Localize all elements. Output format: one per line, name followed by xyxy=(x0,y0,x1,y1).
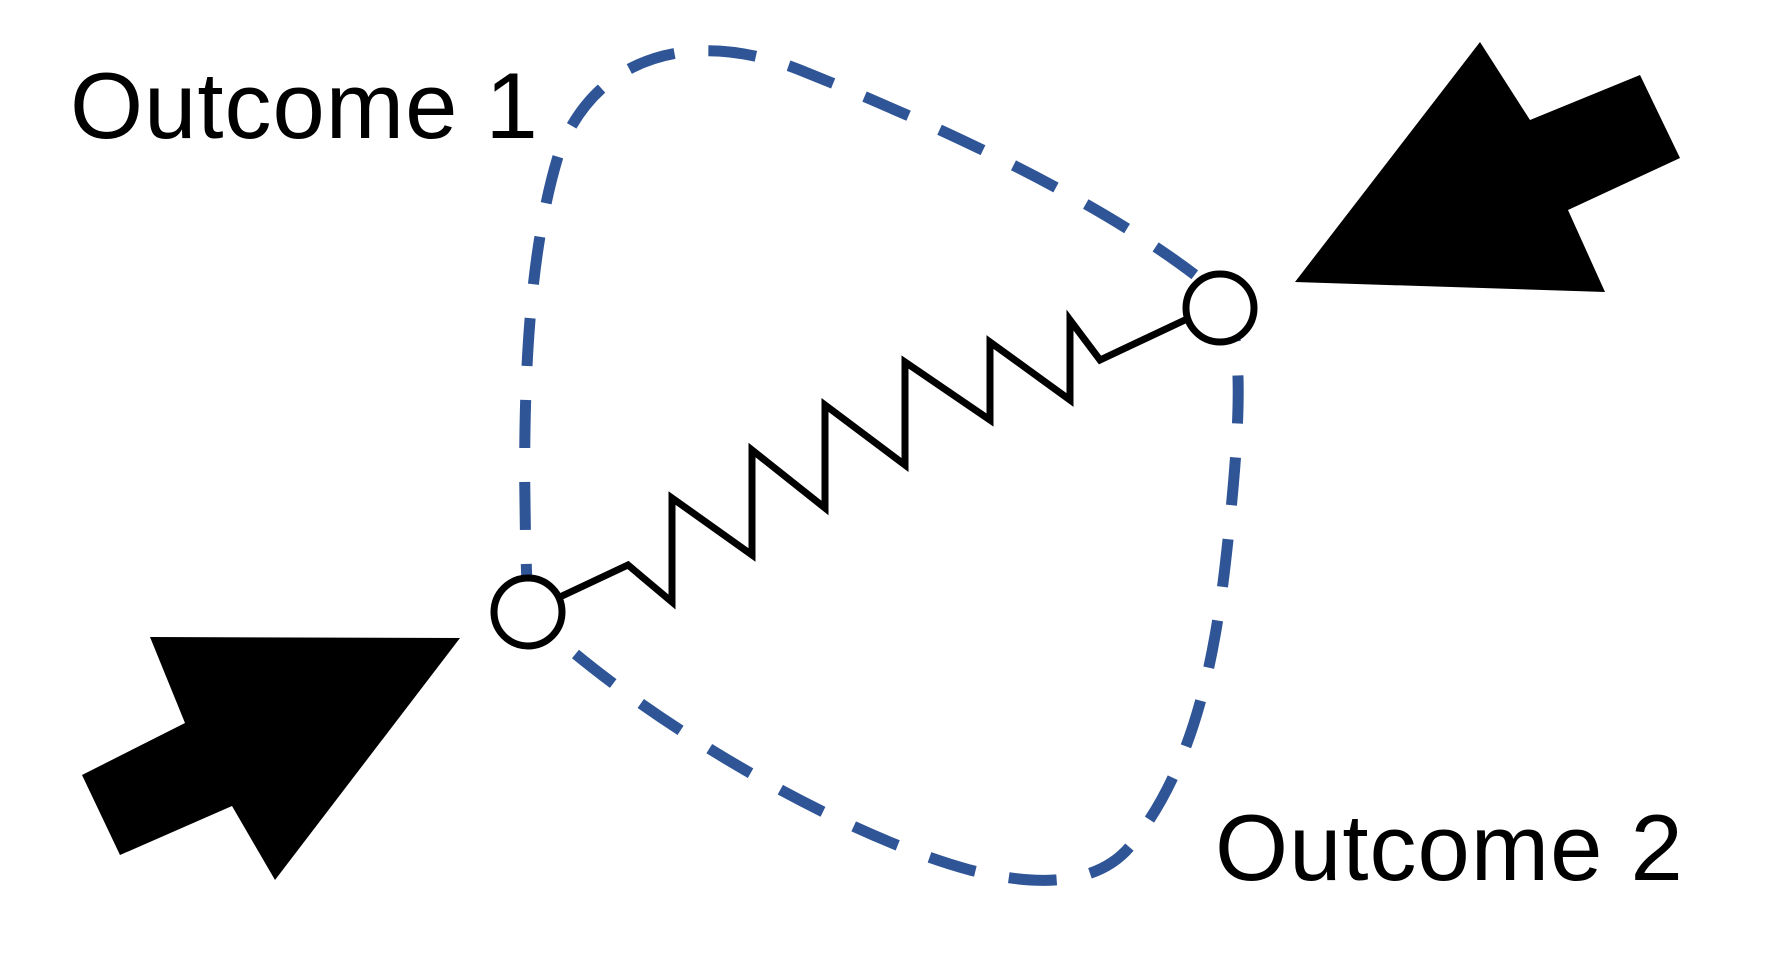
right-node xyxy=(1182,270,1258,346)
left-node xyxy=(490,574,566,650)
arrow-icon-top-right xyxy=(1295,42,1680,292)
outcome-2-label: Outcome 2 xyxy=(1215,795,1684,900)
zigzag-spring xyxy=(524,302,1224,616)
dashed-boundary xyxy=(519,45,1244,886)
outcome-1-label: Outcome 1 xyxy=(70,53,539,158)
arrow-icon-bottom-left xyxy=(82,637,460,880)
